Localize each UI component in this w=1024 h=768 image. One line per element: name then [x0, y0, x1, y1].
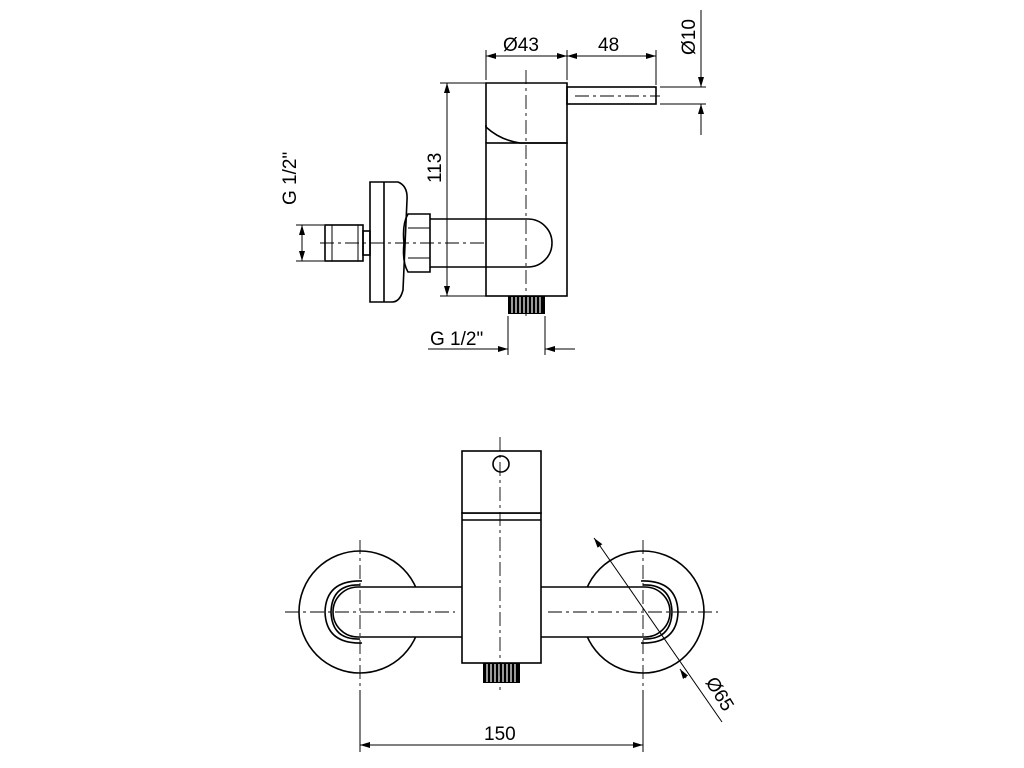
- lever-handle: [566, 86, 657, 105]
- dim-outlet-thread: G 1/2": [430, 329, 483, 350]
- dim-lever-length: 48: [598, 35, 619, 56]
- dim-body-diameter: Ø43: [503, 35, 539, 56]
- dim-lever-diameter: Ø10: [679, 19, 700, 55]
- lever-hole: [492, 455, 510, 473]
- front-view: 150 Ø65: [285, 437, 738, 752]
- dim-center-distance: 150: [484, 724, 516, 745]
- dim-inlet-thread: G 1/2": [280, 152, 301, 205]
- side-view: Ø43 48 Ø10 113 G 1/2" G 1/2": [280, 10, 706, 355]
- dim-height: 113: [425, 153, 446, 183]
- wall-flange: [369, 181, 408, 303]
- hex-nut: [402, 213, 431, 273]
- lever-cap: [485, 82, 568, 144]
- dim-flange-diameter: Ø65: [701, 674, 738, 716]
- front-cap: [461, 450, 542, 514]
- front-body: [461, 512, 542, 664]
- side-arm: [430, 218, 553, 268]
